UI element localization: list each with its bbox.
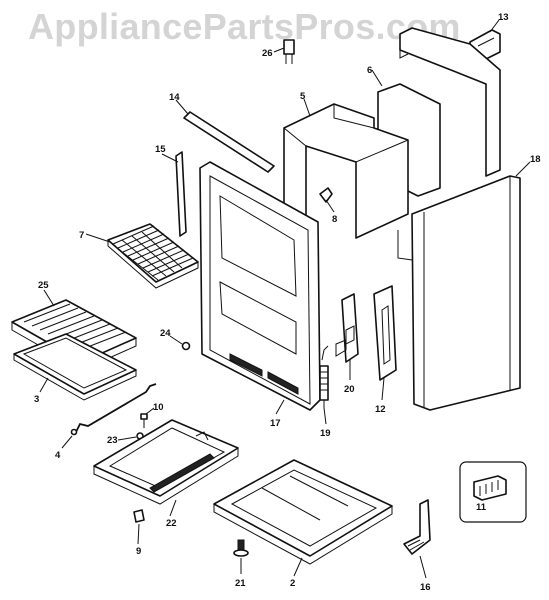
- leader-2: [293, 557, 303, 577]
- callout-17: 17: [270, 418, 281, 429]
- part-4-rod: [70, 383, 157, 436]
- leader-7: [85, 233, 111, 243]
- part-14-trim: [183, 111, 275, 173]
- part-22-burner-tray: [93, 419, 239, 505]
- leader-14: [175, 99, 189, 115]
- part-2-bottom-panel: [213, 459, 393, 565]
- callout-22: 22: [166, 518, 177, 529]
- callout-5: 5: [300, 91, 306, 102]
- part-17-front-frame: [199, 161, 321, 411]
- leader-18: [515, 161, 531, 177]
- callout-6: 6: [367, 65, 372, 76]
- leader-3: [39, 377, 49, 393]
- part-26-switch: [283, 39, 295, 64]
- callout-16: 16: [420, 582, 431, 593]
- callout-11: 11: [476, 502, 487, 513]
- callout-19: 19: [320, 428, 331, 439]
- part-8-clip: [319, 187, 333, 203]
- callout-8: 8: [332, 214, 337, 225]
- part-21-leveling-leg: [233, 539, 249, 557]
- part-12-hinge-plate: [373, 285, 397, 381]
- leader-25: [43, 289, 55, 307]
- leader-23: [117, 436, 137, 441]
- part-24-nut: [181, 341, 191, 351]
- leader-19: [323, 407, 327, 425]
- leader-8: [325, 199, 335, 213]
- part-7-oven-rack: [107, 223, 199, 289]
- leader-16: [419, 555, 427, 579]
- leader-6: [371, 69, 383, 87]
- leader-13: [489, 19, 500, 33]
- callout-20: 20: [344, 384, 355, 395]
- watermark: AppliancePartsPros.com: [28, 6, 461, 47]
- callout-25: 25: [38, 280, 49, 291]
- part-10-screw: [140, 413, 148, 428]
- backguard-panel: [399, 27, 501, 177]
- part-9-foot: [133, 509, 145, 523]
- part-18-side-panel: [397, 175, 521, 411]
- leader-10: [145, 407, 155, 415]
- leader-5: [303, 98, 311, 117]
- callout-15: 15: [155, 144, 166, 155]
- callout-18: 18: [530, 154, 541, 165]
- callout-9: 9: [136, 546, 141, 557]
- callout-21: 21: [235, 578, 246, 589]
- callout-12: 12: [375, 404, 386, 415]
- part-16-bracket: [403, 499, 431, 555]
- part-15-side-trim: [175, 151, 187, 237]
- leader-4: [61, 435, 73, 449]
- callout-14: 14: [169, 92, 180, 103]
- leader-9: [137, 523, 140, 545]
- part-3-broiler-pan: [13, 333, 137, 401]
- leader-15: [161, 153, 179, 163]
- callout-7: 7: [79, 230, 84, 241]
- part-19-spring: [319, 345, 329, 408]
- callout-10: 10: [153, 402, 164, 413]
- callout-23: 23: [107, 435, 118, 446]
- callout-2: 2: [290, 578, 295, 589]
- callout-3: 3: [34, 394, 39, 405]
- leader-22: [169, 499, 177, 517]
- leader-12: [381, 377, 385, 401]
- callout-13: 13: [498, 12, 509, 23]
- callout-26: 26: [262, 48, 273, 59]
- part-20-hinge: [335, 293, 359, 363]
- leader-26: [273, 47, 285, 53]
- leader-24: [169, 335, 183, 345]
- part-11-inset: [459, 461, 527, 523]
- callout-24: 24: [160, 328, 171, 339]
- callout-4: 4: [55, 450, 61, 461]
- leader-17: [275, 399, 285, 415]
